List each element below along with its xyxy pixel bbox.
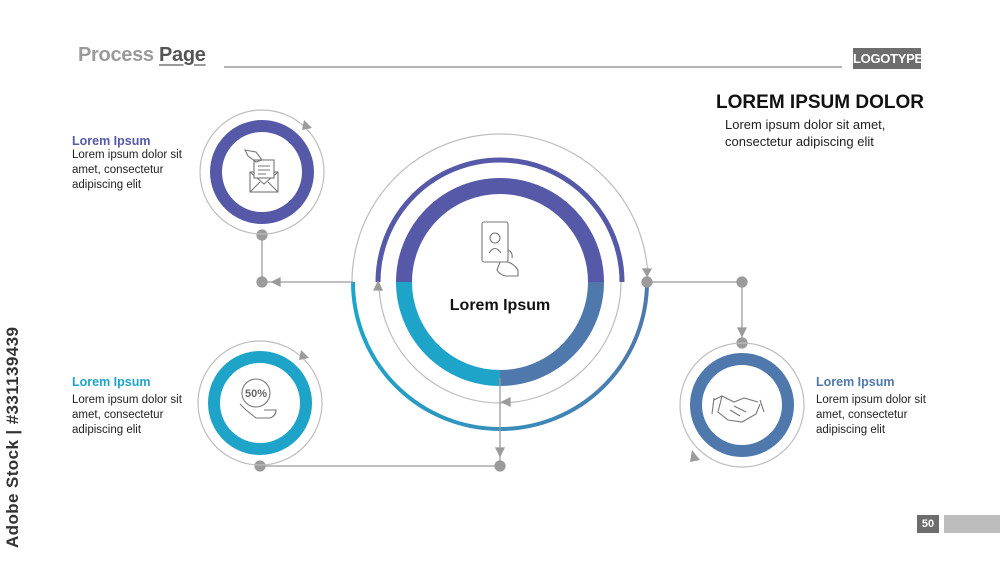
footer-bar xyxy=(944,515,1000,533)
center-ring-cyan xyxy=(396,281,501,386)
step1-text: Lorem ipsum dolor sit amet, consectetur … xyxy=(72,149,182,191)
stock-watermark-text: Adobe Stock | #331139439 xyxy=(3,326,22,548)
center-label: Lorem Ipsum xyxy=(449,297,551,314)
headline-text: Lorem ipsum dolor sit amet, consectetur … xyxy=(725,117,886,149)
junction-dot-left xyxy=(256,276,268,288)
step1-connector-dot xyxy=(256,229,268,241)
step1-label: Lorem Ipsum Lorem ipsum dolor sit amet, … xyxy=(72,134,197,193)
center-arc-purple-outer xyxy=(375,157,625,283)
center-ring-blue xyxy=(499,281,604,386)
step2-connector-dot xyxy=(254,460,266,472)
step3-outer-ring xyxy=(679,342,805,468)
step2-label: Lorem Ipsum Lorem ipsum dolor sit amet, … xyxy=(72,375,197,438)
step3-title: Lorem Ipsum xyxy=(816,375,895,389)
page-title-bold: Page xyxy=(159,44,206,66)
junction-dot-bottom xyxy=(494,460,506,472)
step1-node xyxy=(199,109,325,235)
logotype-badge: LOGOTYPE xyxy=(853,48,923,69)
hand-holding-tablet-icon xyxy=(481,221,519,277)
step3-text: Lorem ipsum dolor sit amet, consectetur … xyxy=(816,394,926,436)
step1-ring xyxy=(210,120,314,224)
step3-label: Lorem Ipsum Lorem ipsum dolor sit amet, … xyxy=(816,375,941,438)
junction-dot-center-right xyxy=(641,276,653,288)
percent-badge-text: 50% xyxy=(245,388,267,400)
envelope-letter-icon xyxy=(244,149,279,193)
junction-dot-right xyxy=(736,276,748,288)
step2-title: Lorem Ipsum xyxy=(72,375,151,389)
percent-badge-hand-icon: 50% xyxy=(239,378,277,419)
step3-node xyxy=(679,342,805,468)
step3-ring xyxy=(690,353,794,457)
connectors xyxy=(254,229,748,472)
page-title-light: Process xyxy=(78,44,159,66)
step2-ring xyxy=(208,351,312,455)
headline-title: LOREM IPSUM DOLOR xyxy=(716,92,924,113)
center-ring-purple xyxy=(396,178,604,283)
handshake-icon xyxy=(711,395,765,423)
page-number: 50 xyxy=(917,515,939,533)
page-title: Process Page xyxy=(78,44,206,67)
step1-title: Lorem Ipsum xyxy=(72,134,151,148)
step2-node: 50% xyxy=(197,340,323,466)
step2-text: Lorem ipsum dolor sit amet, consectetur … xyxy=(72,394,182,436)
step1-outer-ring xyxy=(199,109,325,235)
title-divider xyxy=(224,66,842,68)
step2-outer-ring xyxy=(197,340,323,466)
